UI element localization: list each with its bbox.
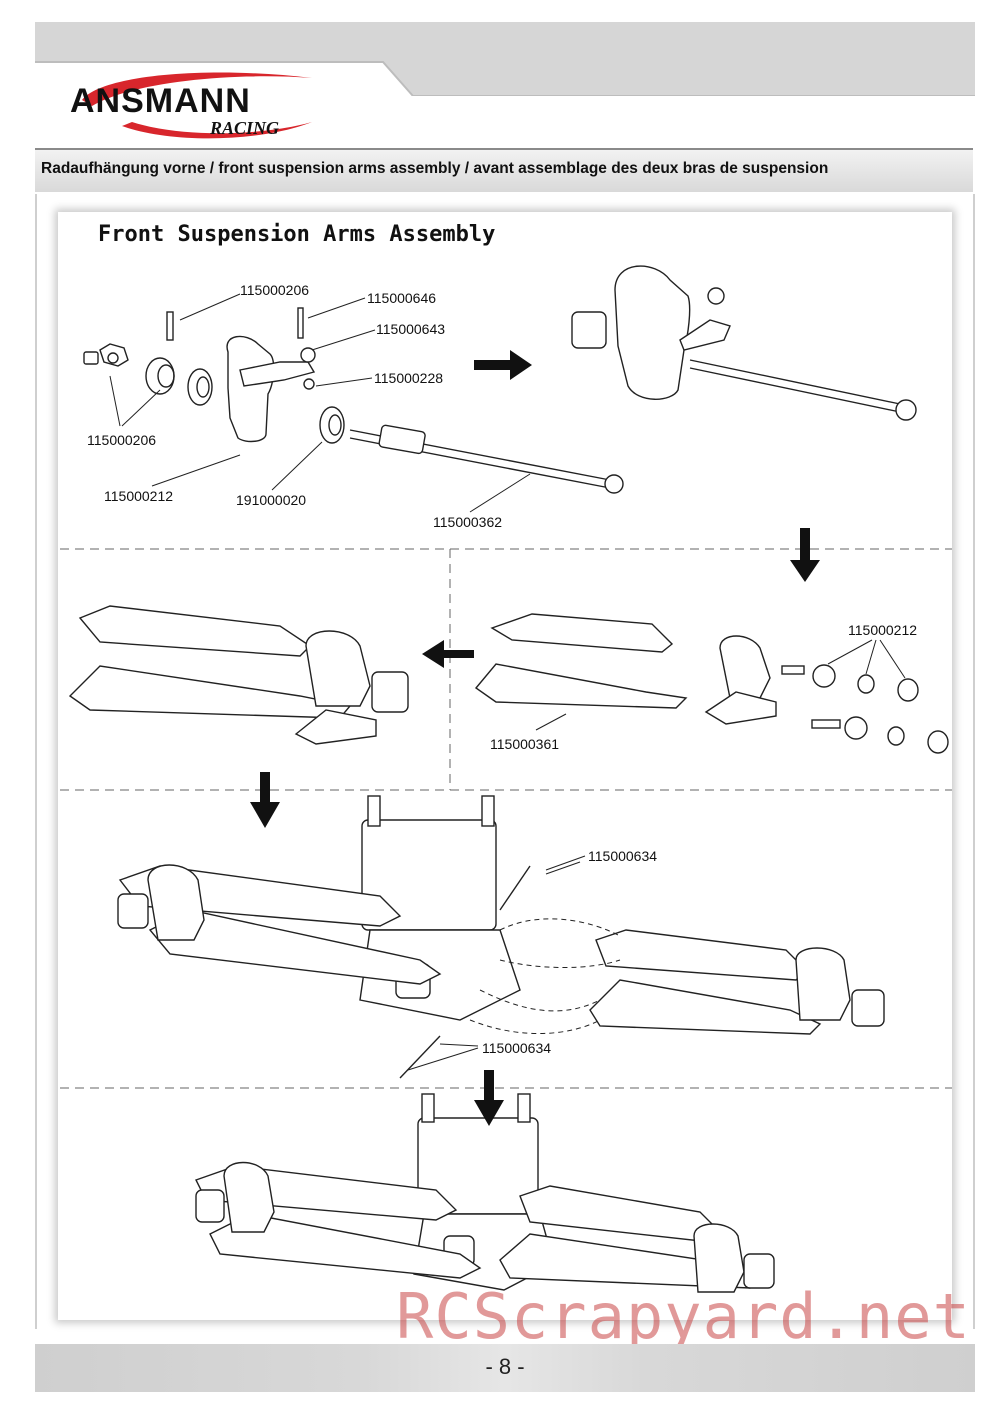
brand-name: ANSMANN <box>70 82 251 120</box>
part-number-driveshaft: 115000362 <box>433 514 503 530</box>
header-band <box>35 22 975 96</box>
part-number-nut: 115000228 <box>374 370 444 386</box>
page-number: - 8 - <box>485 1354 525 1379</box>
step1-leader-lines <box>109 293 531 513</box>
arrow-left-icon <box>422 640 474 668</box>
section-title: Radaufhängung vorne / front suspension a… <box>41 160 829 177</box>
step1-exploded-parts <box>83 307 624 494</box>
part-number-ball: 115000643 <box>376 321 446 337</box>
part-number-pin: 115000206 <box>240 282 310 298</box>
part-number-hex-hub: 115000206 <box>87 432 157 448</box>
part-number-pin-upper: 115000634 <box>588 848 658 864</box>
step-arrows <box>250 350 820 1126</box>
step4-final-assembly <box>195 1093 775 1293</box>
arrow-right-icon <box>474 350 532 380</box>
part-number-bearing: 191000020 <box>236 492 307 508</box>
logo-swoosh-icon: ANSMANN RACING <box>70 72 312 139</box>
step2-assembled <box>68 605 409 745</box>
part-number-screw: 115000646 <box>367 290 437 306</box>
part-number-arm: 115000361 <box>490 736 560 752</box>
arrow-down-icon <box>790 528 820 582</box>
brand-subname: RACING <box>209 118 279 138</box>
watermark: RCScrapyard.net <box>396 1280 971 1353</box>
step2-arms-hardware <box>474 613 949 754</box>
arrow-down-icon <box>250 772 280 828</box>
footer-band <box>35 1344 975 1392</box>
brand-logo: ANSMANN RACING <box>62 64 322 144</box>
section-title-bar: Radaufhängung vorne / front suspension a… <box>35 148 973 192</box>
arrow-down-icon <box>474 1070 504 1126</box>
step1-assembled <box>571 265 917 421</box>
assembly-title: Front Suspension Arms Assembly <box>98 222 496 247</box>
part-number-knuckle: 115000212 <box>104 488 174 504</box>
panel-frame <box>35 194 975 1329</box>
step3-bulkhead-arms <box>117 795 885 1079</box>
part-number-pin-lower: 115000634 <box>482 1040 552 1056</box>
part-number-hardware: 115000212 <box>848 622 918 638</box>
